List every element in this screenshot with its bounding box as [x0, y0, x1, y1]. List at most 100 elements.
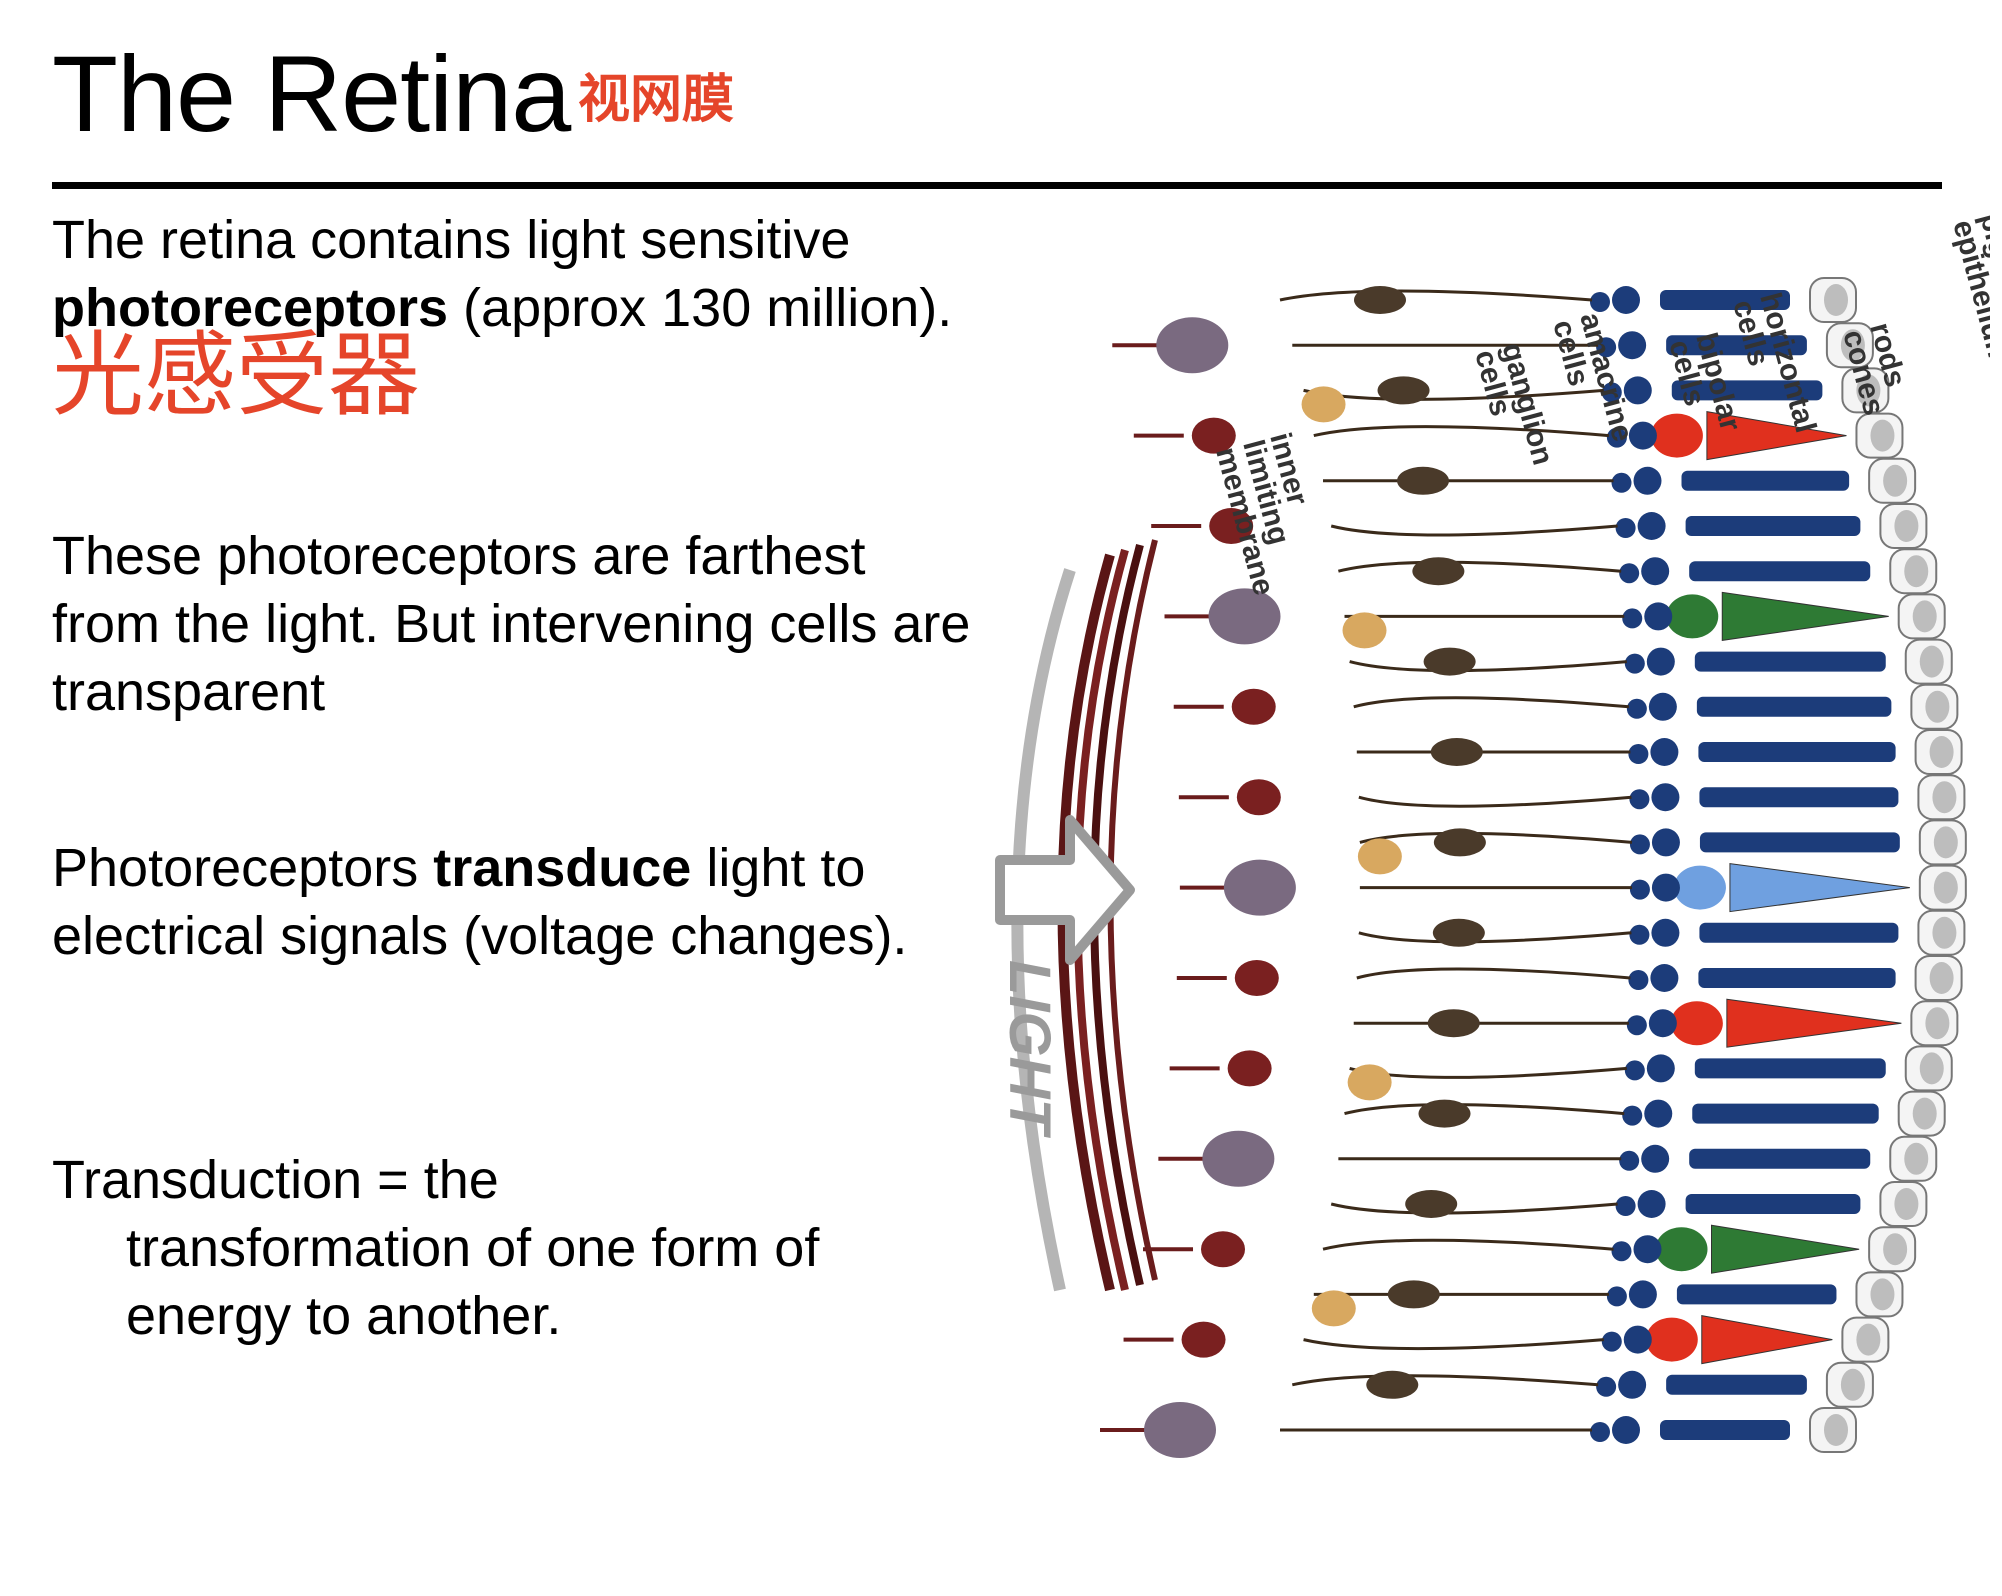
- epithelium-nucleus: [1929, 736, 1954, 768]
- bipolar-cell: [1397, 466, 1450, 495]
- cone-photoreceptor: [1726, 998, 1902, 1048]
- cone-body: [1670, 1001, 1723, 1046]
- photoreceptor-terminal: [1590, 292, 1610, 312]
- photoreceptor-terminal: [1606, 427, 1627, 448]
- photoreceptor-terminal: [1619, 563, 1640, 584]
- bipolar-cell: [1377, 376, 1430, 405]
- epithelium-nucleus: [1904, 555, 1929, 588]
- rod-photoreceptor: [1666, 1374, 1807, 1395]
- photoreceptor-nucleus: [1623, 1325, 1652, 1354]
- epithelium-nucleus: [1925, 1007, 1950, 1040]
- epithelium-nucleus: [1824, 1414, 1848, 1446]
- bipolar-fiber: [1330, 1202, 1618, 1215]
- epithelium-nucleus: [1870, 1278, 1895, 1311]
- ganglion-cell: [1234, 960, 1279, 996]
- epithelium-nucleus: [1870, 419, 1895, 452]
- rod-photoreceptor: [1694, 651, 1886, 672]
- ganglion-cell: [1209, 508, 1254, 544]
- epithelium-nucleus: [1883, 1233, 1908, 1266]
- photoreceptor-terminal: [1615, 518, 1636, 538]
- paragraph-photoreceptors: The retina contains light sensitive phot…: [52, 206, 972, 422]
- label-inner-limiting-membrane: innerlimitingmembrane: [1209, 429, 1334, 599]
- photoreceptor-nucleus: [1612, 1416, 1640, 1444]
- photoreceptor-nucleus: [1633, 466, 1662, 495]
- photoreceptor-terminal: [1626, 1015, 1647, 1036]
- epithelium-nucleus: [1929, 962, 1954, 994]
- photoreceptor-nucleus: [1648, 692, 1677, 721]
- bipolar-fiber: [1344, 1103, 1625, 1116]
- epithelium-nucleus: [1904, 1142, 1929, 1175]
- photoreceptor-terminal: [1590, 1422, 1610, 1442]
- p1-text: The retina contains light sensitive: [52, 210, 851, 270]
- photoreceptor-nucleus: [1618, 1370, 1647, 1399]
- photoreceptor-terminal: [1628, 744, 1649, 764]
- photoreceptor-terminal: [1601, 382, 1622, 403]
- label-ganglion-cells: ganglioncells: [1468, 339, 1559, 476]
- cone-body: [1650, 413, 1703, 458]
- amacrine-cell: [1311, 1290, 1356, 1327]
- photoreceptor-nucleus: [1650, 964, 1679, 992]
- title-divider: [52, 182, 1942, 189]
- epithelium-nucleus: [1933, 871, 1958, 904]
- photoreceptor-terminal: [1628, 970, 1649, 990]
- photoreceptor-nucleus: [1651, 783, 1680, 812]
- ganglion-cell: [1223, 859, 1296, 916]
- bipolar-fiber: [1279, 289, 1593, 302]
- ganglion-cell: [1202, 1130, 1275, 1187]
- photoreceptor-terminal: [1596, 1376, 1617, 1397]
- bipolar-cell: [1432, 918, 1485, 947]
- rod-photoreceptor: [1698, 742, 1896, 762]
- p4-indented-text: transformation of one form of energy to …: [126, 1218, 820, 1346]
- epithelium-nucleus: [1912, 1097, 1937, 1130]
- photoreceptor-nucleus: [1646, 647, 1675, 676]
- bipolar-cell: [1423, 647, 1476, 676]
- ganglion-cell: [1236, 779, 1281, 816]
- photoreceptor-terminal: [1619, 1150, 1640, 1171]
- amacrine-cell: [1342, 612, 1387, 649]
- rod-photoreceptor: [1689, 1148, 1871, 1169]
- photoreceptor-terminal: [1629, 834, 1650, 855]
- epithelium-nucleus: [1840, 329, 1865, 362]
- retina-diagram: LIGHT pigmentepithelium rodscones horizo…: [995, 209, 1990, 1458]
- cone-photoreceptor: [1711, 1224, 1860, 1274]
- bipolar-cell: [1387, 1280, 1440, 1309]
- p3-text: Photoreceptors: [52, 838, 434, 898]
- rod-photoreceptor: [1689, 561, 1871, 582]
- bipolar-cell: [1427, 1009, 1480, 1038]
- bipolar-fiber: [1356, 967, 1631, 980]
- photoreceptor-terminal: [1615, 1196, 1636, 1216]
- ganglion-cell: [1201, 1231, 1246, 1268]
- rod-photoreceptor: [1676, 1284, 1837, 1305]
- bipolar-fiber: [1359, 831, 1633, 844]
- bipolar-fiber: [1358, 931, 1632, 944]
- bipolar-cell: [1430, 738, 1483, 766]
- label-pigment-epithelium: pigmentepithelium: [1946, 209, 1990, 370]
- bipolar-fiber: [1349, 1066, 1627, 1079]
- cone-body: [1673, 865, 1726, 910]
- photoreceptor-nucleus: [1650, 738, 1679, 766]
- p3-text-end: light to electrical signals (voltage cha…: [52, 838, 908, 966]
- photoreceptor-nucleus: [1637, 1190, 1666, 1218]
- bipolar-cell: [1366, 1370, 1419, 1399]
- photoreceptor-nucleus: [1637, 512, 1666, 540]
- bipolar-fiber: [1313, 425, 1610, 438]
- cone-body: [1655, 1227, 1708, 1272]
- p1-text-end: (approx 130 million).: [448, 278, 953, 338]
- ganglion-cell: [1208, 588, 1281, 645]
- photoreceptor-nucleus: [1633, 1235, 1662, 1264]
- photoreceptor-terminal: [1622, 608, 1643, 629]
- photoreceptor-nucleus: [1648, 1009, 1677, 1038]
- epithelium-nucleus: [1856, 374, 1881, 407]
- epithelium-nucleus: [1840, 1368, 1865, 1401]
- bipolar-fiber: [1330, 524, 1618, 537]
- rod-photoreceptor: [1699, 787, 1899, 808]
- epithelium-nucleus: [1919, 1052, 1944, 1085]
- photoreceptor-terminal: [1611, 1241, 1632, 1262]
- epithelium-nucleus: [1856, 1323, 1881, 1356]
- bipolar-cell: [1405, 1190, 1458, 1218]
- bipolar-cell: [1418, 1099, 1471, 1128]
- ganglion-cell: [1231, 688, 1276, 725]
- cone-photoreceptor: [1701, 1314, 1833, 1365]
- cone-body: [1645, 1317, 1698, 1362]
- photoreceptor-nucleus: [1651, 918, 1680, 947]
